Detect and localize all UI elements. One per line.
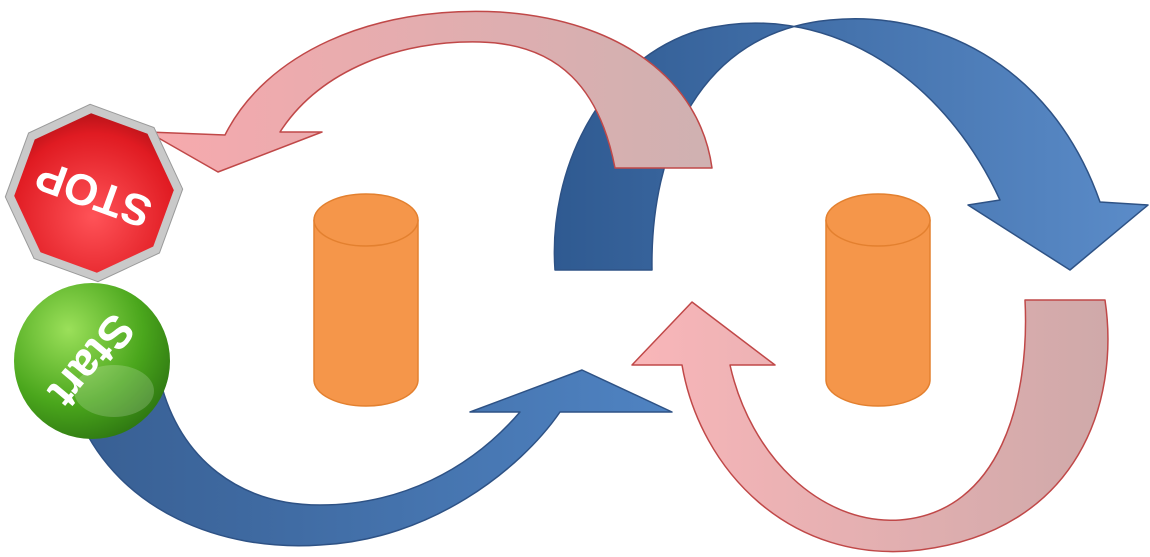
start-button[interactable]: Start (14, 283, 170, 439)
cylinder-right-body (826, 220, 930, 406)
pink-arrow-top (148, 11, 712, 172)
cylinder-left (314, 194, 418, 406)
cylinder-left-body (314, 220, 418, 406)
stop-sign[interactable]: STOP (0, 88, 199, 298)
cylinder-right (826, 194, 930, 406)
cylinder-left-top (314, 194, 418, 246)
cylinder-right-top (826, 194, 930, 246)
